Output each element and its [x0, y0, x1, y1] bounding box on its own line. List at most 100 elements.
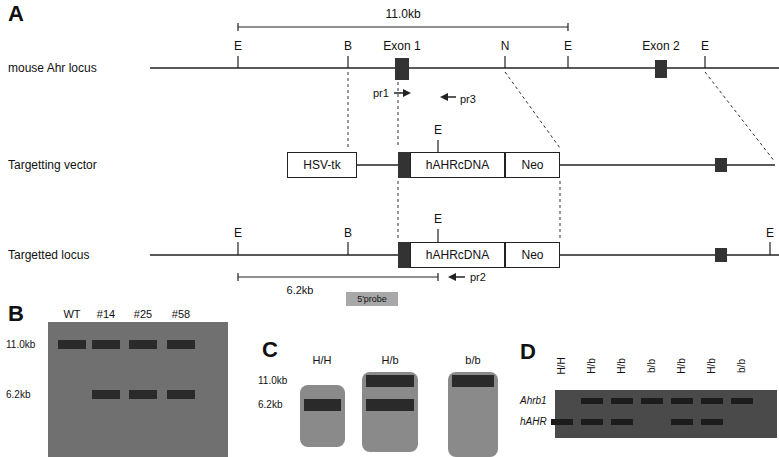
- homology-line: [505, 72, 560, 148]
- exon-block: [395, 58, 409, 80]
- locus-line: [150, 67, 779, 68]
- genotype-label: b/b: [737, 359, 747, 373]
- gel-band: [641, 398, 663, 404]
- homology-lines: [348, 72, 775, 239]
- primer-arrow: [447, 96, 456, 98]
- blot-band: [452, 375, 494, 387]
- scale-tick: [237, 273, 238, 281]
- blot-band: [92, 340, 120, 349]
- row-label: mouse Ahr locus: [8, 62, 97, 74]
- site-label: B: [344, 40, 352, 52]
- site-tick: [769, 242, 770, 255]
- exon-block: [715, 248, 727, 262]
- lane-label: #58: [172, 309, 190, 320]
- blot-band: [366, 399, 414, 411]
- homology-line: [398, 181, 399, 239]
- scale-tick: [237, 23, 238, 31]
- gel-band: [611, 419, 633, 425]
- scale-tick: [437, 273, 438, 281]
- site-tick: [347, 56, 348, 68]
- gel-band: [581, 398, 603, 404]
- lane-label: WT: [63, 309, 80, 320]
- lane-label: #25: [134, 309, 152, 320]
- exon-block: [398, 242, 410, 268]
- homology-line: [560, 181, 561, 239]
- marker-box: Neo: [505, 242, 560, 268]
- box-text: 5'probe: [357, 295, 387, 304]
- genotype-label: H/b: [677, 358, 687, 374]
- homology-line: [705, 72, 775, 162]
- genotype-label: b/b: [465, 355, 480, 366]
- blot-band: [129, 340, 157, 349]
- primer-label: pr2: [470, 272, 486, 283]
- gel-band: [671, 398, 693, 404]
- primer-label: pr1: [373, 88, 389, 99]
- size-label: 6.2kb: [287, 285, 314, 296]
- genotype-label: H/b: [587, 358, 597, 374]
- site-tick: [437, 140, 438, 152]
- site-tick: [237, 242, 238, 255]
- southern-blot: [48, 322, 228, 457]
- exon-label: Exon 1: [383, 40, 420, 52]
- southern-blot: [448, 372, 498, 457]
- box-text: Neo: [521, 249, 543, 261]
- site-tick: [437, 229, 438, 242]
- blot-band: [92, 390, 120, 399]
- site-label: E: [701, 40, 709, 52]
- primer-arrow: [394, 92, 404, 94]
- gel-band: [551, 419, 573, 425]
- genotype-label: H/b: [381, 355, 398, 366]
- blot-band: [167, 390, 195, 399]
- band-size-label: 6.2kb: [258, 400, 282, 410]
- scale-tick: [567, 23, 568, 31]
- site-label: E: [564, 40, 572, 52]
- site-label: E: [766, 227, 774, 239]
- box-text: hAHRcDNA: [426, 159, 489, 171]
- box-text: Neo: [521, 159, 543, 171]
- exon-block: [655, 60, 667, 78]
- blot-band: [304, 399, 341, 411]
- genotype-label: H/b: [617, 358, 627, 374]
- site-tick: [504, 56, 505, 68]
- genotype-label: H/b: [707, 358, 717, 374]
- site-tick: [704, 56, 705, 68]
- site-label: N: [501, 40, 510, 52]
- primer-arrow: [440, 93, 448, 101]
- site-label: E: [434, 213, 442, 225]
- primer-label: pr3: [460, 94, 476, 105]
- gel-band: [701, 419, 723, 425]
- site-tick: [567, 56, 568, 68]
- band-size-label: 11.0kb: [258, 376, 287, 386]
- size-label: 11.0kb: [385, 8, 420, 20]
- scale-bar: [238, 276, 438, 277]
- box-text: hAHRcDNA: [426, 249, 489, 261]
- pcr-gel: [555, 390, 777, 438]
- gel-band: [731, 398, 753, 404]
- blot-band: [129, 390, 157, 399]
- site-tick: [237, 56, 238, 68]
- panel-letter: D: [520, 341, 536, 363]
- band-size-label: 6.2kb: [6, 390, 30, 400]
- marker-box: HSV-tk: [287, 152, 357, 178]
- exon-block: [715, 158, 727, 172]
- exon-block: [398, 152, 410, 178]
- row-label: Targetting vector: [8, 159, 97, 171]
- site-label: E: [234, 40, 242, 52]
- cdna-box: hAHRcDNA: [410, 152, 505, 178]
- blot-band: [58, 340, 86, 349]
- southern-blot: [362, 372, 418, 452]
- site-label: B: [344, 227, 352, 239]
- blot-band: [167, 340, 195, 349]
- lane-label: #14: [97, 309, 115, 320]
- genotype-label: H/H: [557, 357, 567, 374]
- marker-box: Neo: [505, 152, 560, 178]
- probe-bar: 5'probe: [346, 292, 398, 306]
- box-text: HSV-tk: [303, 159, 340, 171]
- site-tick: [347, 242, 348, 255]
- panel-letter: B: [8, 303, 24, 325]
- gel-band: [701, 398, 723, 404]
- gel-band: [581, 419, 603, 425]
